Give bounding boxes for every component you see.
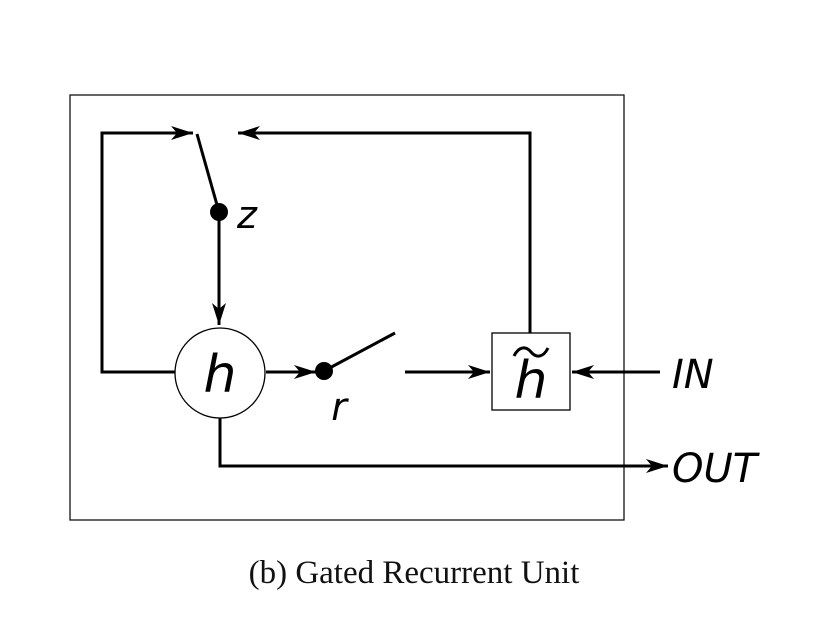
out-label: OUT — [672, 446, 761, 492]
h-node-label: h — [204, 345, 237, 405]
h-tilde-box — [491, 332, 571, 411]
z-switch-lever — [195, 133, 221, 213]
z-gate-label: z — [236, 193, 258, 237]
h-tilde-label: h — [515, 351, 548, 411]
loop-left-line — [100, 126, 193, 374]
r-switch-lever — [323, 331, 396, 373]
tilde-mark — [512, 346, 550, 358]
out-arrow — [218, 418, 668, 473]
loop-right-line — [238, 126, 532, 333]
figure-caption: (b) Gated Recurrent Unit — [248, 555, 580, 591]
outer-frame — [69, 94, 625, 521]
in-label: IN — [672, 352, 714, 398]
r-gate-label: r — [331, 385, 349, 429]
